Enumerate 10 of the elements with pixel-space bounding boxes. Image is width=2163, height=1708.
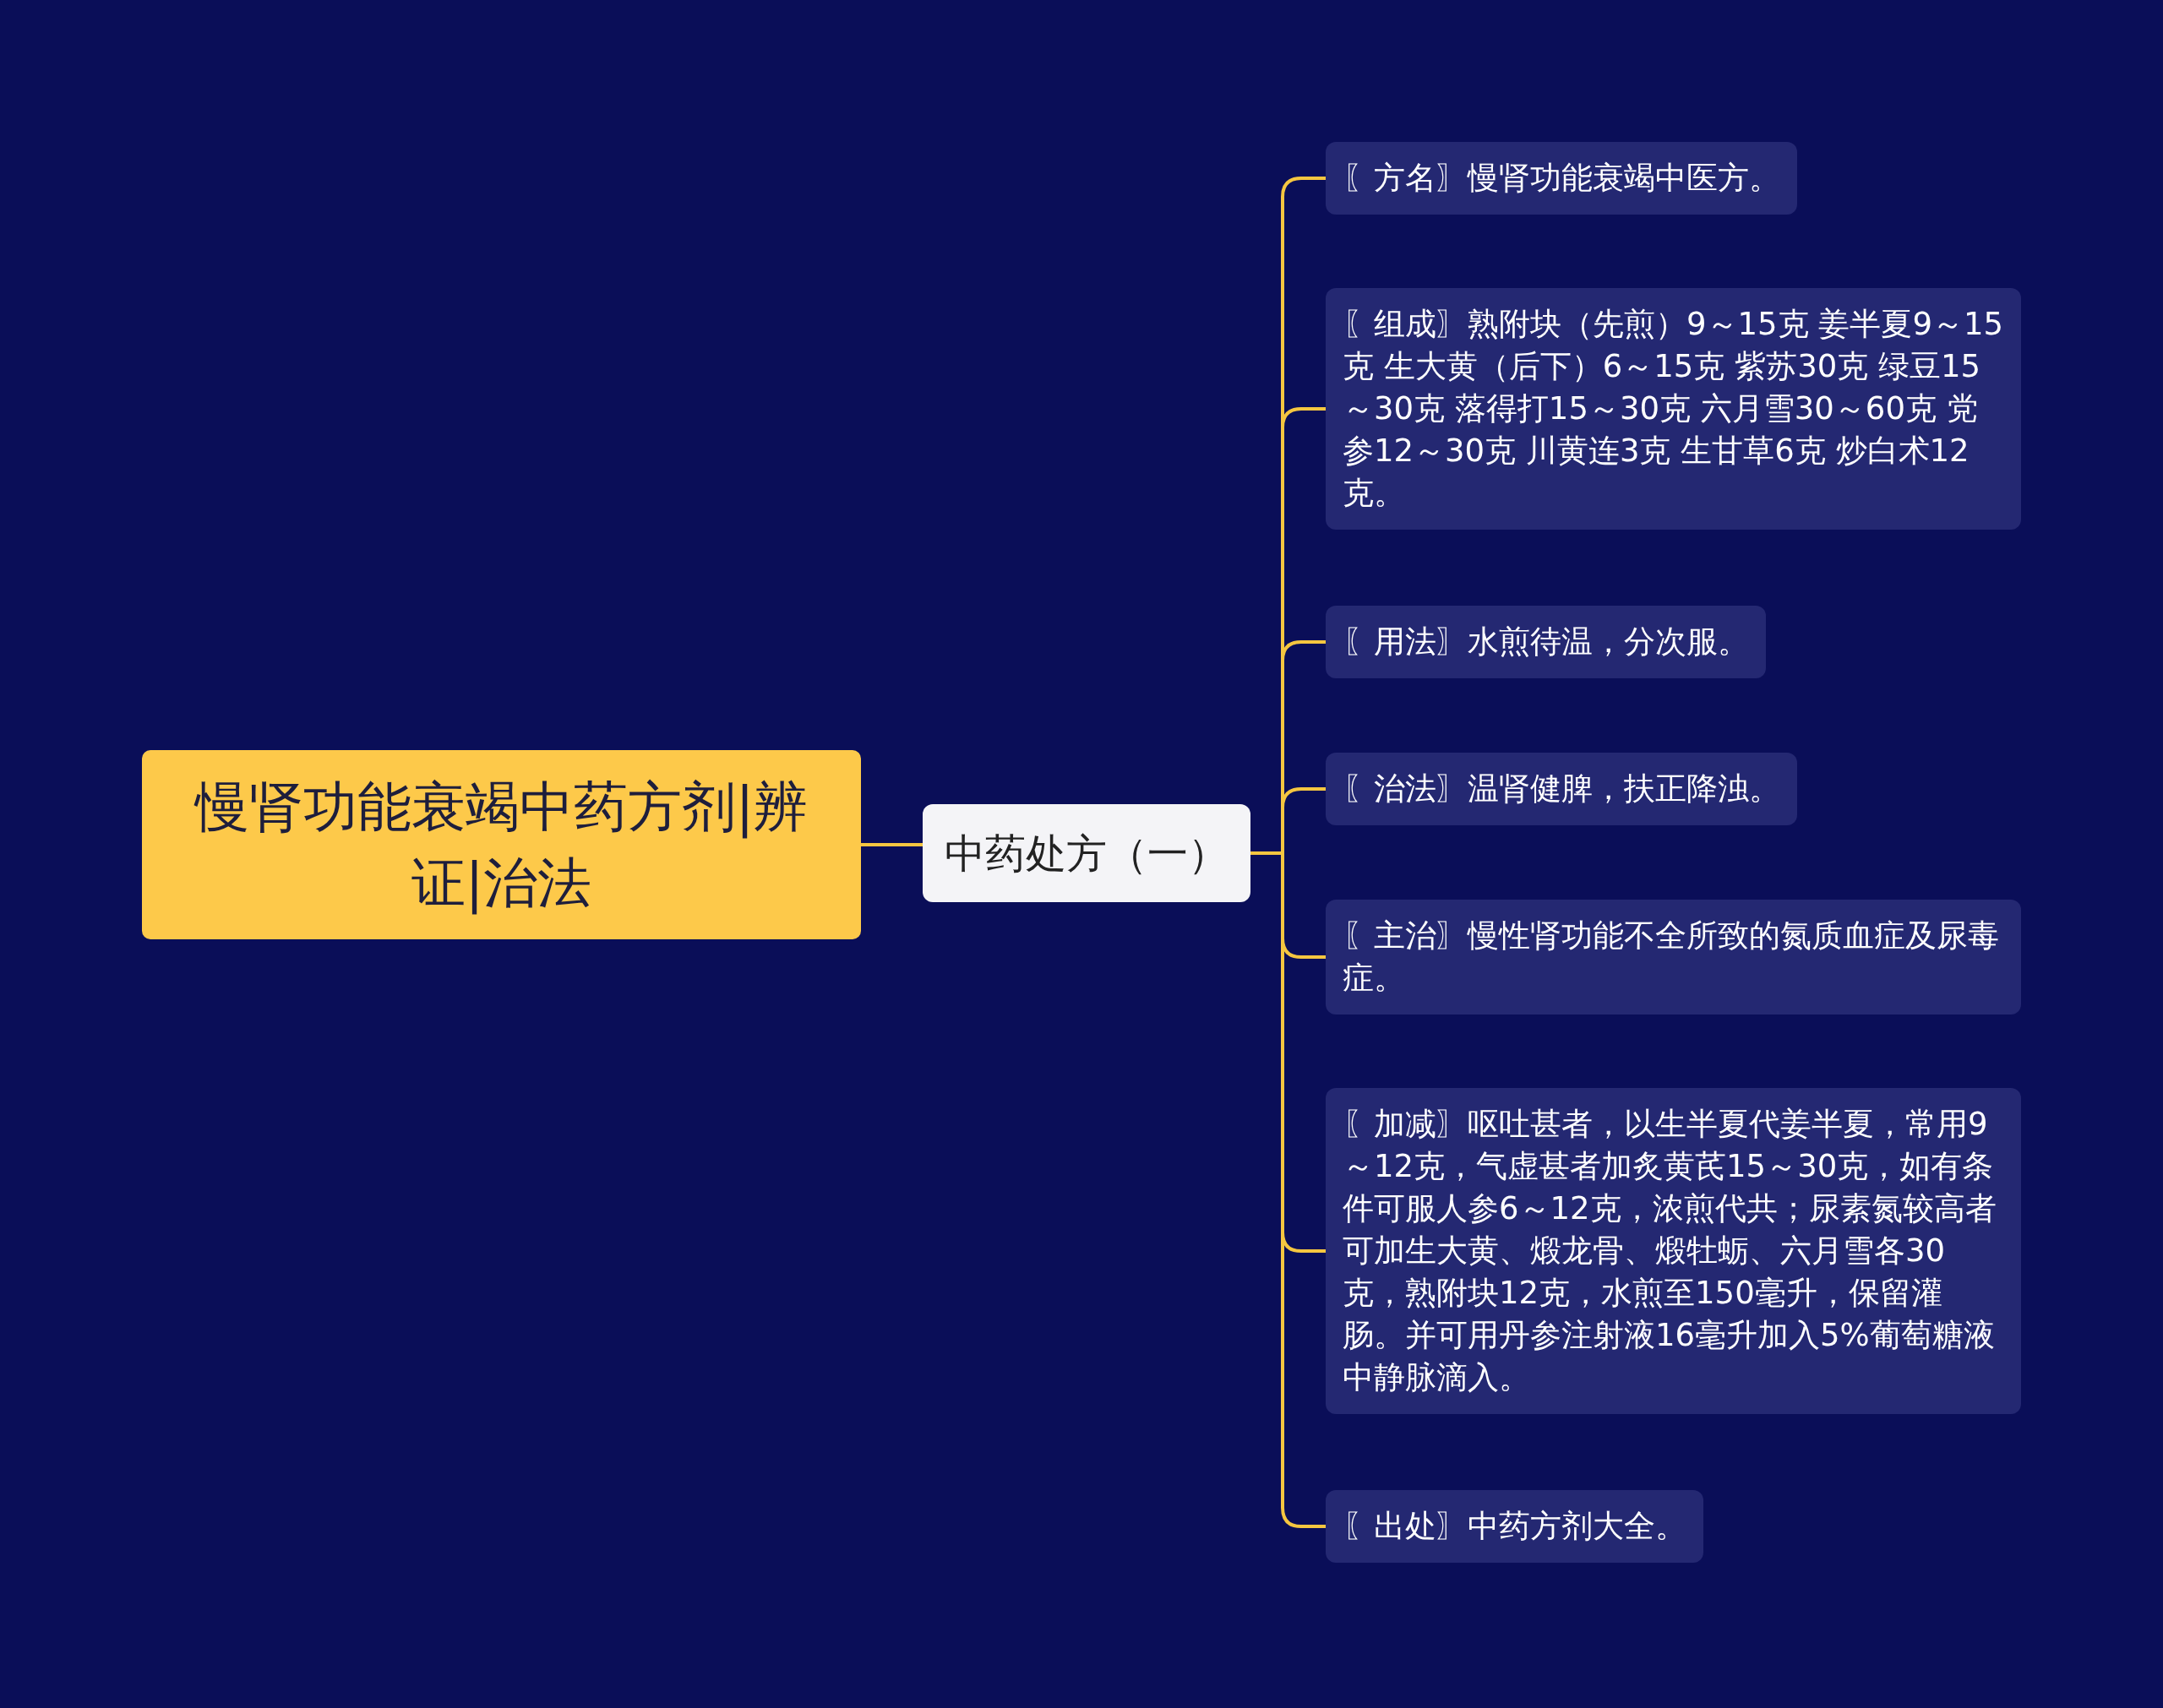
- subtopic-box: 〖方名〗慢肾功能衰竭中医方。: [1326, 142, 1797, 215]
- subtopic-box: 〖加减〗呕吐甚者，以生半夏代姜半夏，常用9～12克，气虚甚者加炙黄芪15～30克，如有条件可服人参6～12克，浓煎代共；尿素氮较高者可加生大黄、煅龙骨、煅牡蛎、六月雪各30克，熟附块12克，水煎至150毫升，保留灌肠。并可用丹参注射液16毫升加入5%葡萄糖液中静脉滴入。: [1326, 1088, 2021, 1414]
- topic-box: 中药处方（一）: [923, 804, 1250, 902]
- subtopic-box: 〖主治〗慢性肾功能不全所致的氮质血症及尿毒症。: [1326, 900, 2021, 1014]
- subtopic-box: 〖出处〗中药方剂大全。: [1326, 1490, 1703, 1563]
- subtopic-box: 〖组成〗熟附块（先煎）9～15克 姜半夏9～15克 生大黄（后下）6～15克 紫苏30克 绿豆15～30克 落得打15～30克 六月雪30～60克 党参12～30克 川黄连3克 生甘草6克 炒白术12克。: [1326, 288, 2021, 530]
- subtopic-box: 〖治法〗温肾健脾，扶正降浊。: [1326, 753, 1797, 825]
- connector-line: [861, 843, 923, 846]
- root-topic-box: 慢肾功能衰竭中药方剂|辨证|治法: [142, 750, 861, 939]
- subtopic-box: 〖用法〗水煎待温，分次服。: [1326, 606, 1766, 678]
